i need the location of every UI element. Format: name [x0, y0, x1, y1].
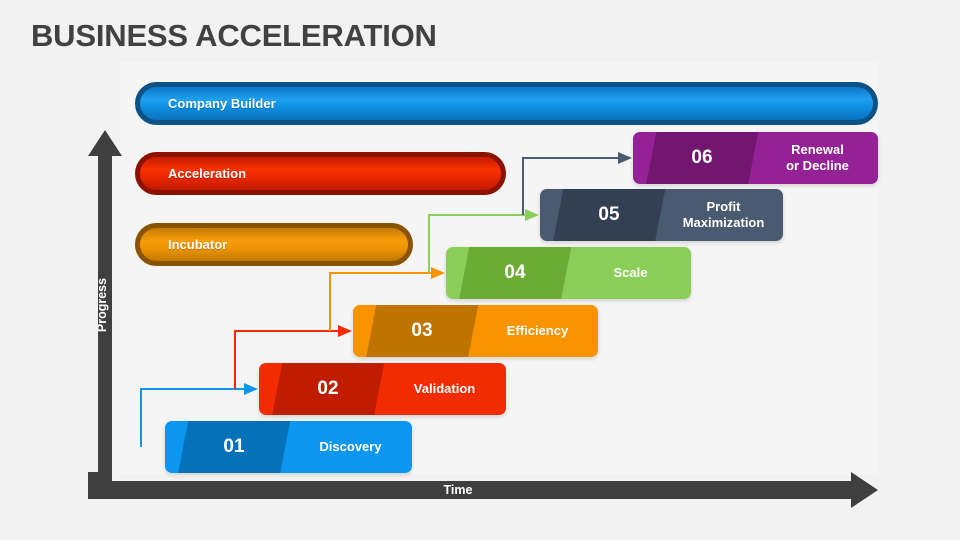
step-number-04: 04 [504, 262, 526, 283]
phase-bar-incubator[interactable]: Incubator [135, 223, 413, 266]
step-block-04[interactable]: 04 Scale [446, 247, 691, 299]
phase-bar-label-company-builder: Company Builder [168, 96, 276, 111]
step-block-01[interactable]: 01 Discovery [165, 421, 412, 473]
step-title-03: Efficiency [506, 322, 569, 338]
time-axis-label: Time [443, 483, 473, 497]
step-title-01: Discovery [319, 438, 382, 454]
progress-axis-arrow: Progress [88, 130, 122, 494]
phase-bar-acceleration[interactable]: Acceleration [135, 152, 506, 195]
phase-bar-label-incubator: Incubator [168, 237, 228, 252]
step-title-04: Scale [613, 264, 648, 280]
progress-axis-label: Progress [95, 277, 109, 333]
step-number-01: 01 [223, 436, 245, 457]
phase-bar-company-builder[interactable]: Company Builder [135, 82, 878, 125]
step-title-02: Validation [413, 380, 476, 396]
time-axis-arrow: Time [88, 132, 878, 508]
step-block-02[interactable]: 02 Validation [259, 363, 506, 415]
step-number-06: 06 [691, 147, 713, 168]
step-number-03: 03 [411, 320, 433, 341]
page-title: BUSINESS ACCELERATION [31, 18, 437, 53]
progress-axis-svg [88, 130, 122, 494]
step-block-03[interactable]: 03 Efficiency [353, 305, 598, 357]
step-number-05: 05 [598, 204, 620, 225]
phase-bar-label-acceleration: Acceleration [168, 166, 247, 181]
step-number-02: 02 [317, 378, 339, 399]
